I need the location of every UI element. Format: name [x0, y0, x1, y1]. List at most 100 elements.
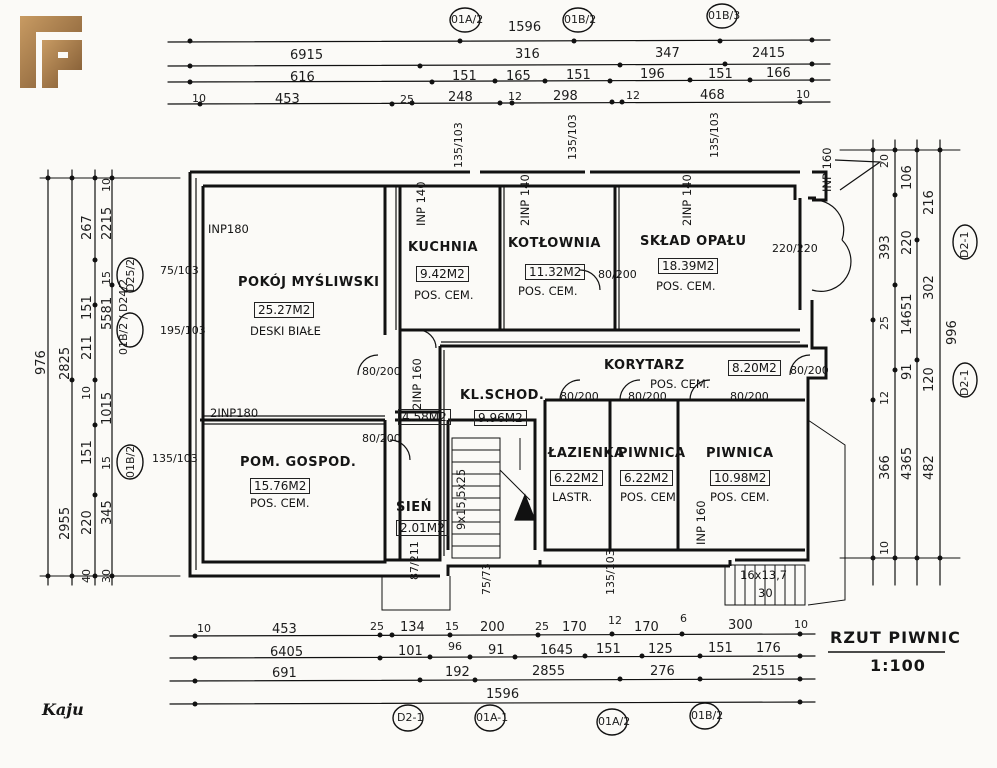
dim-left-col4-0: 2215	[100, 206, 115, 240]
note-inp160: INP 160	[694, 500, 708, 545]
room-name-kuchnia: KUCHNIA	[408, 240, 479, 255]
dim-left-col5-0: 10	[100, 178, 113, 192]
note-door-inp: 2INP 160	[410, 358, 424, 410]
dim-left-col5-2: 40	[80, 569, 93, 583]
opening-11: 80/200	[730, 390, 769, 403]
dim-bot-row3-1: 192	[445, 665, 470, 680]
axis-tag-top-2: 01B/3	[708, 9, 741, 22]
dim-top-row4-5: 298	[553, 89, 578, 104]
room-area-klschod: 9.96M2	[474, 410, 527, 426]
room-floor-korytarz: POS. CEM.	[650, 377, 710, 391]
room-name-piwnica1: PIWNICA	[618, 446, 686, 461]
dim-top-row3-6: 166	[766, 66, 791, 81]
note-30: 30	[758, 586, 773, 600]
room-area-hall: 4.58M2	[398, 409, 451, 425]
dim-top-row4-3: 248	[448, 90, 473, 105]
opening-10: 80/200	[628, 390, 667, 403]
opening-13: 135/103	[604, 549, 617, 595]
dim-bot-row2-0: 6405	[270, 645, 304, 660]
dim-bot-row1-12: 10	[794, 618, 808, 631]
dim-top-row4-0: 10	[192, 92, 206, 105]
dim-top-row3-4: 196	[640, 67, 665, 82]
dim-left-col4-1: 15	[100, 271, 113, 285]
dim-right-col1-1: 393	[878, 235, 893, 260]
note-inp180-a: INP180	[208, 222, 249, 236]
note-sklad-inp: 2INP 140	[680, 174, 694, 226]
room-name-sien: SIEŃ	[396, 500, 432, 515]
room-name-sklad: SKŁAD OPAŁU	[640, 234, 747, 249]
opening-4: 135/103	[566, 114, 579, 160]
dim-bot-row3-3: 276	[650, 664, 675, 679]
dim-bot-row2-6: 125	[648, 642, 673, 657]
dim-bot-row2-3: 91	[488, 643, 505, 658]
dim-right-col1-3: 12	[878, 391, 891, 405]
dim-left-overall: 976	[34, 350, 49, 375]
dim-left-col3-0: 267	[80, 215, 95, 240]
note-inp180-b: 2INP180	[210, 406, 259, 420]
axis-tag-right-0: D2-1	[958, 231, 971, 258]
dim-right-col3-0: 216	[922, 190, 937, 215]
dim-right-col2-3: 91	[900, 363, 915, 380]
dim-top-row4-2: 25	[400, 93, 414, 106]
dim-right-col2-1: 220	[900, 230, 915, 255]
note-kotlownia-inp: 2INP 140	[518, 174, 532, 226]
opening-16: 80/200	[790, 364, 829, 377]
note-stairs: 9x15,5x25	[454, 468, 468, 530]
room-name-lazienka: ŁAZIENKA	[548, 446, 625, 461]
dim-left-col2-0: 2825	[58, 346, 73, 380]
room-area-piwnica2: 10.98M2	[710, 470, 771, 486]
dim-bot-row1-5: 200	[480, 620, 505, 635]
opening-6: 80/200	[362, 365, 401, 378]
room-name-kotlownia: KOTŁOWNIA	[508, 236, 601, 251]
room-floor-gospod: POS. CEM.	[250, 496, 310, 510]
dim-right-col3-3: 482	[922, 455, 937, 480]
axis-tag-top-0: 01A/2	[451, 13, 484, 26]
dim-top-row4-1: 453	[275, 92, 300, 107]
dim-right-col2-2: 14651	[900, 293, 915, 335]
dim-right-col3-1: 302	[922, 275, 937, 300]
dim-bot-row1-4: 15	[445, 620, 459, 633]
axis-tag-bottom-2: 01A/2	[598, 715, 631, 728]
room-area-lazienka: 6.22M2	[550, 470, 603, 486]
dim-left-col3-2: 211	[80, 335, 95, 360]
dim-bot-row1-2: 25	[370, 620, 384, 633]
brand-logo	[20, 16, 82, 88]
axis-tag-bottom-1: 01A-1	[476, 711, 509, 724]
dim-left-col4-3: 1015	[100, 391, 115, 425]
dim-bot-row2-4: 1645	[540, 643, 574, 658]
axis-tag-left-2: 01B/2	[124, 445, 137, 478]
dim-left-col4-4: 15	[100, 456, 113, 470]
dim-right-overall: 996	[945, 320, 960, 345]
axis-tag-bottom-3: 01B/2	[691, 709, 724, 722]
dim-bot-row1-6: 25	[535, 620, 549, 633]
opening-1: 195/103	[160, 324, 206, 337]
room-name-pokoj: POKÓJ MYŚLIWSKI	[238, 275, 380, 290]
dim-right-col2-0: 106	[900, 165, 915, 190]
dim-right-col2-4: 4365	[900, 446, 915, 480]
room-area-pokoj: 25.27M2	[254, 302, 315, 318]
dim-top-row4-7: 468	[700, 88, 725, 103]
axis-tag-bottom-0: D2-1	[397, 711, 424, 724]
dim-bot-row3-0: 691	[272, 666, 297, 681]
dim-bot-row3-2: 2855	[532, 664, 566, 679]
axis-tag-right-1: D2-1	[958, 369, 971, 396]
dim-right-col1-4: 366	[878, 455, 893, 480]
drawing-title: RZUT PIWNIC	[830, 628, 961, 647]
dim-bot-row1-9: 170	[634, 620, 659, 635]
opening-8: 80/200	[598, 268, 637, 281]
room-floor-piwnica2: POS. CEM.	[710, 490, 770, 504]
room-floor-sklad: POS. CEM.	[656, 279, 716, 293]
signature: Kaju	[42, 700, 84, 719]
opening-0: 75/103	[160, 264, 199, 277]
room-area-gospod: 15.76M2	[250, 478, 311, 494]
dim-right-col1-5: 10	[878, 541, 891, 555]
dim-bot-row1-1: 453	[272, 622, 297, 637]
room-area-piwnica1: 6.22M2	[620, 470, 673, 486]
dim-right-col1-0: 20	[878, 154, 891, 168]
dim-top-row2-0: 6915	[290, 48, 324, 63]
dim-bot-row2-2: 96	[448, 640, 462, 653]
dim-right-col1-2: 25	[878, 316, 891, 330]
room-floor-piwnica1: POS. CEM.	[620, 490, 680, 504]
opening-15: 87/211	[408, 541, 421, 580]
